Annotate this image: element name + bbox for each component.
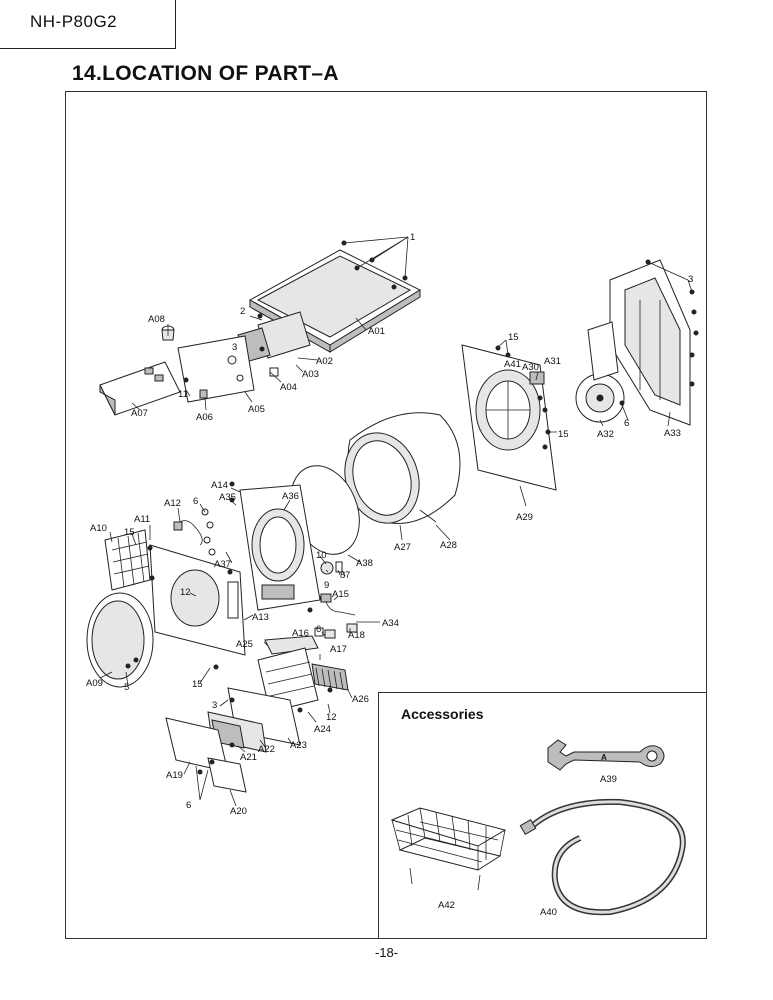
lint-filter-grid	[104, 529, 151, 591]
callout: A22	[258, 744, 275, 755]
callout: 10	[316, 550, 327, 561]
screws-1	[341, 236, 409, 290]
callout: 12	[326, 712, 337, 723]
back-housing	[575, 259, 699, 426]
callout: 3	[212, 700, 217, 711]
spanner-mark: A	[601, 753, 607, 762]
wiring-harness	[175, 520, 203, 546]
callout: A25	[236, 639, 253, 650]
callout: 15	[124, 527, 135, 538]
callout: A12	[164, 498, 181, 509]
callout: A18	[348, 630, 365, 641]
callout: A42	[438, 900, 455, 911]
callout: A31	[544, 356, 561, 367]
callout: A38	[356, 558, 373, 569]
front-frame	[229, 481, 325, 613]
callout: A24	[314, 724, 331, 735]
sensor-parts	[314, 561, 358, 639]
callout: A13	[252, 612, 269, 623]
callout: 7	[345, 570, 350, 581]
lower-front-parts	[165, 687, 301, 793]
callout: 15	[192, 679, 203, 690]
callout: A29	[516, 512, 533, 523]
callout: A09	[86, 678, 103, 689]
callout: A02	[316, 356, 333, 367]
page-title: 14.LOCATION OF PART–A	[72, 62, 339, 85]
callout: 6	[624, 418, 629, 429]
small-parts-a35	[201, 508, 216, 556]
callout: A39	[600, 774, 617, 785]
base-parts	[257, 635, 349, 713]
callout: A35	[219, 492, 236, 503]
callout: 3	[232, 342, 237, 353]
callout: 11	[178, 389, 188, 400]
control-panel-parts	[99, 311, 311, 416]
callout: 3	[688, 274, 693, 285]
callout: A19	[166, 770, 183, 781]
callout: A27	[394, 542, 411, 553]
callout: 15	[508, 332, 519, 343]
rear-panel	[461, 344, 557, 491]
spanner-a39: A	[547, 739, 665, 771]
callout: A21	[240, 752, 257, 763]
callout: A33	[664, 428, 681, 439]
callout: 6	[316, 624, 321, 635]
model-box: NH-P80G2	[0, 0, 176, 49]
callout: 2	[240, 306, 245, 317]
callout: A08	[148, 314, 165, 325]
callout: A20	[230, 806, 247, 817]
callout: 6	[193, 496, 198, 507]
callout: A14	[211, 480, 228, 491]
page-number: -18-	[374, 945, 399, 960]
basket-a42	[390, 807, 507, 891]
callout: A32	[597, 429, 614, 440]
callout: A26	[352, 694, 369, 705]
callout: 8	[340, 570, 345, 581]
callout: A23	[290, 740, 307, 751]
callout: 9	[324, 580, 329, 591]
callout: A40	[540, 907, 557, 918]
callout: A11	[134, 514, 150, 525]
callout: A07	[131, 408, 148, 419]
callout: A41	[504, 359, 521, 370]
callout: 15	[558, 429, 569, 440]
drum	[344, 412, 461, 524]
front-panel	[147, 544, 246, 670]
callout: A10	[90, 523, 107, 534]
callout: A03	[302, 369, 319, 380]
callout: 6	[186, 800, 191, 811]
callout: A36	[282, 491, 299, 502]
callout: A28	[440, 540, 457, 551]
callout: 12	[180, 587, 191, 598]
callout: A34	[382, 618, 399, 629]
door	[86, 592, 154, 688]
callout: A04	[280, 382, 297, 393]
callout: A01	[368, 326, 385, 337]
callout: A06	[196, 412, 213, 423]
callout: A16	[292, 628, 309, 639]
callout: 1	[410, 232, 415, 243]
callout: A15	[332, 589, 349, 600]
callout: 5	[124, 682, 129, 693]
callout: A30	[522, 362, 539, 373]
callout: A37	[214, 559, 231, 570]
callout: A17	[330, 644, 347, 655]
model-number: NH-P80G2	[30, 12, 118, 31]
callout: A05	[248, 404, 265, 415]
hose-a40	[519, 798, 686, 916]
